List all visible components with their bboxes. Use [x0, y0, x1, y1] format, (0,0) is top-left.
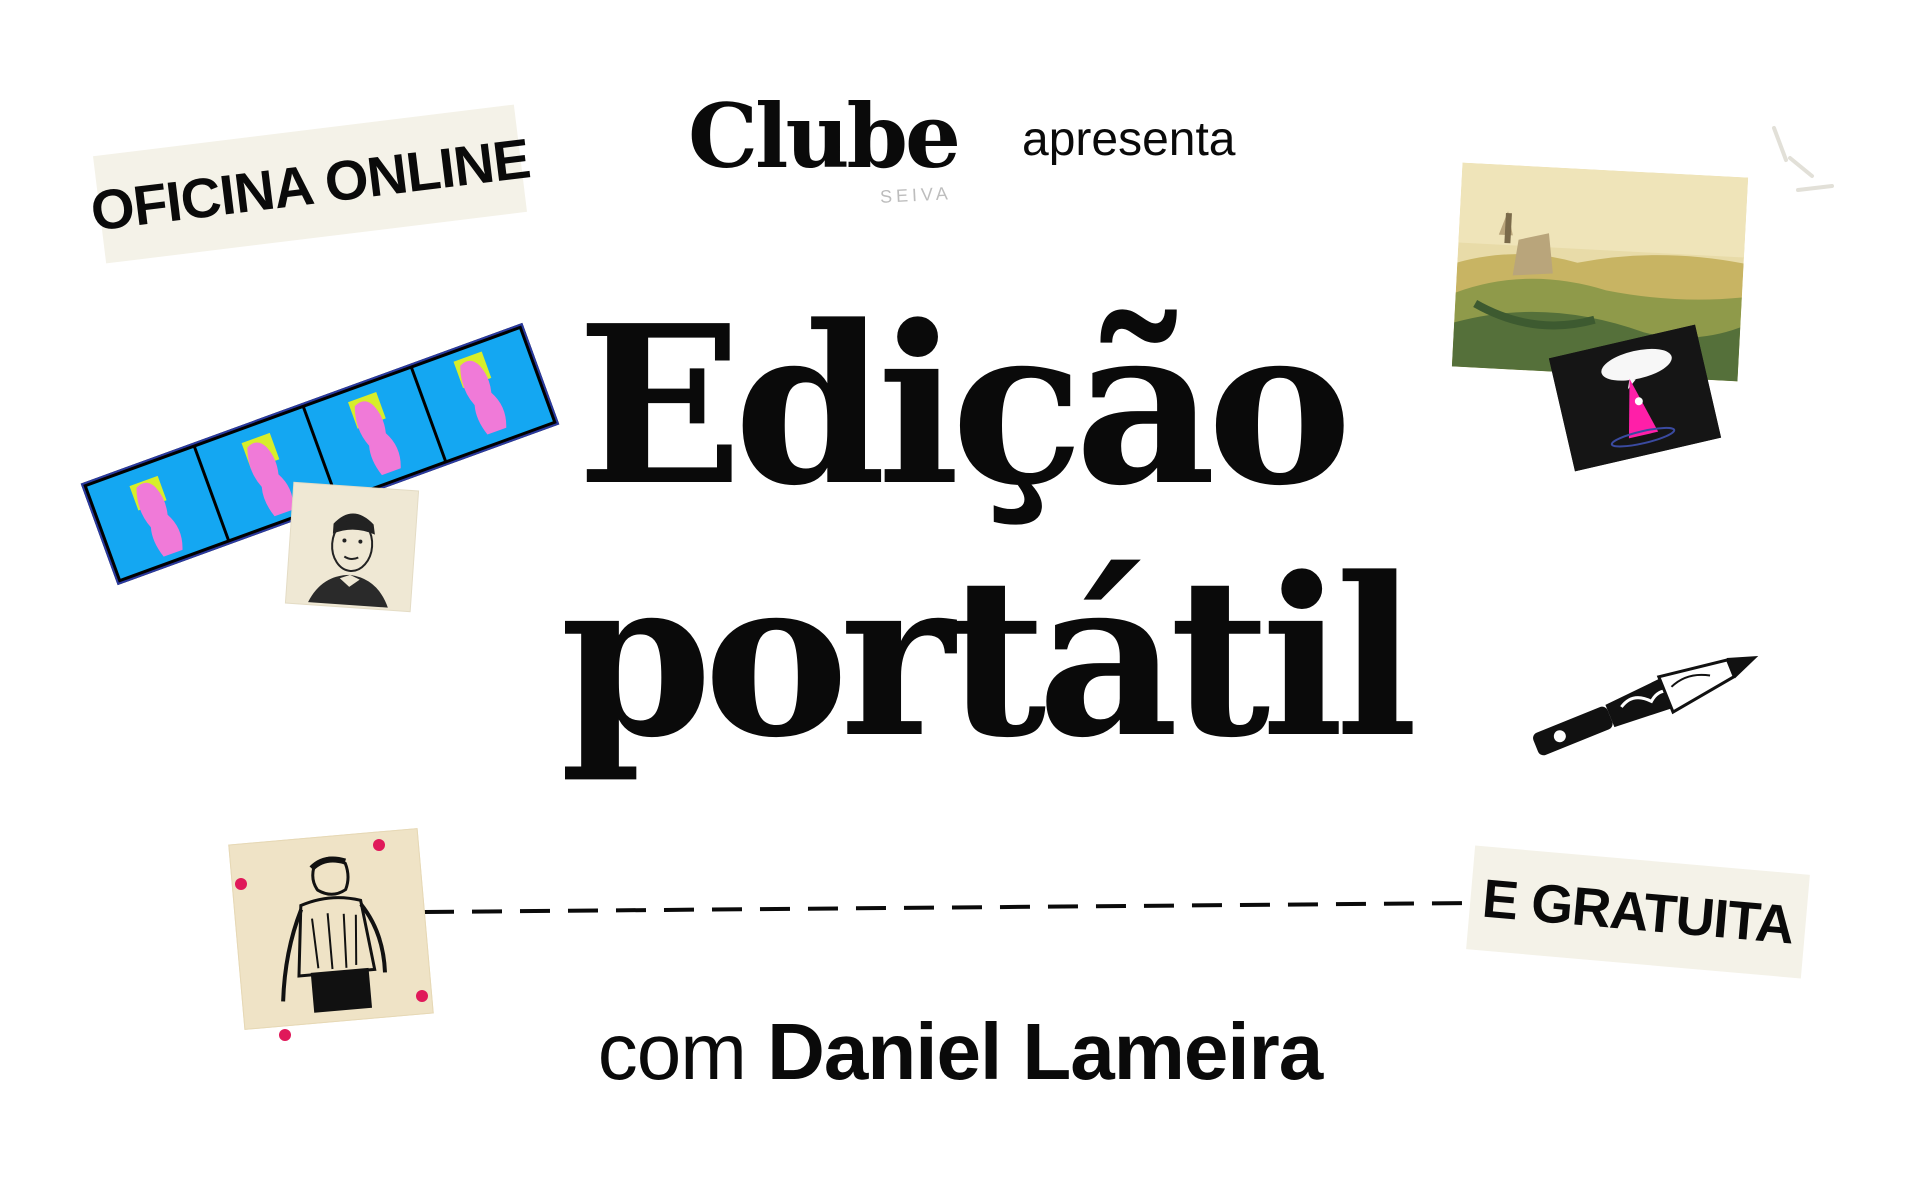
free-tag: E GRATUITA [1466, 845, 1810, 979]
ink-drawing-man [228, 828, 434, 1030]
brand-logo: Clube [688, 84, 961, 188]
landscape-painting [1451, 162, 1749, 382]
engraved-man-portrait [285, 482, 419, 612]
pen-drawing [1524, 631, 1770, 771]
film-frame [304, 368, 445, 500]
title-line-2: portátil [560, 530, 1418, 786]
online-workshop-label: OFICINA ONLINE [87, 125, 533, 243]
film-frame [195, 408, 336, 540]
comic-panel-pink-wizard [1548, 324, 1722, 472]
title-line-1: Edição [576, 278, 1353, 534]
sparkle-icon [1772, 126, 1834, 192]
free-label: E GRATUITA [1479, 868, 1797, 956]
selection-handle[interactable] [235, 878, 247, 890]
presenter-name: Daniel Lameira [767, 1007, 1323, 1096]
selection-handle[interactable] [373, 839, 385, 851]
selection-handle[interactable] [279, 1029, 291, 1041]
presenter-prefix: com [597, 1007, 747, 1096]
main-title: Edição portátil [560, 278, 1418, 786]
presenter-line: com Daniel Lameira [540, 1012, 1380, 1092]
dashed-connector [424, 901, 1474, 914]
film-frame [413, 329, 553, 460]
filmstrip-collage [80, 322, 560, 586]
film-frame [87, 448, 227, 579]
brand-watermark: SEIVA [879, 183, 953, 207]
presents-text: apresenta [1022, 113, 1236, 166]
selection-handle[interactable] [416, 990, 428, 1002]
online-workshop-tag: OFICINA ONLINE [87, 104, 533, 264]
